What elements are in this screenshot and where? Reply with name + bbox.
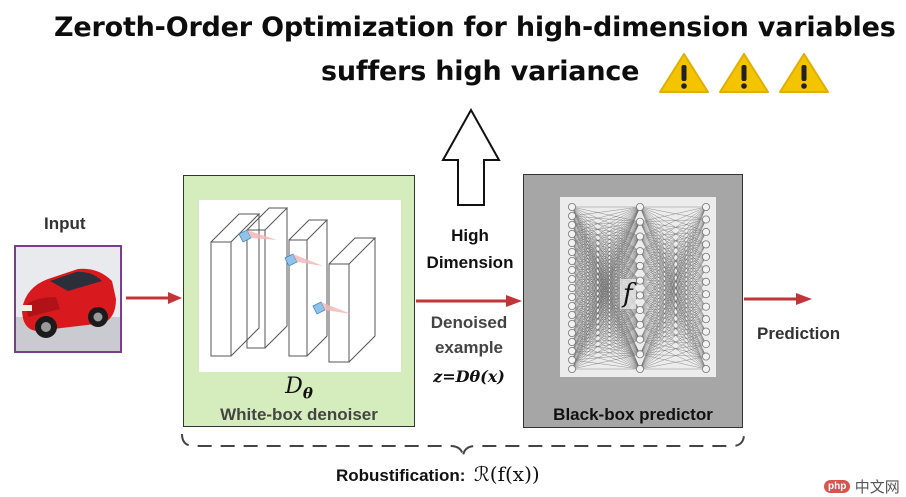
network-node [701, 327, 710, 336]
denoised-formula: z=Dθ(x) [433, 367, 505, 386]
network-node [636, 276, 645, 285]
watermark-badge: php [824, 480, 851, 493]
robustification-brace [181, 433, 745, 459]
title-line-1: Zeroth-Order Optimization for high-dimen… [54, 12, 896, 43]
network-node [567, 364, 576, 373]
network-node [567, 355, 576, 364]
network-node [701, 315, 710, 324]
network-node [701, 265, 710, 274]
robustification-formula: ℛ(f(x)) [473, 462, 540, 486]
car-image [16, 247, 120, 351]
input-label: Input [44, 214, 86, 233]
denoiser-symbol: Dθ [184, 374, 414, 402]
network-node [701, 227, 710, 236]
robustification-caption: Robustification: ℛ(f(x)) [336, 462, 540, 486]
high-dimension-line-1: High [451, 226, 489, 245]
network-node [701, 252, 710, 261]
network-node [567, 311, 576, 320]
denoised-line-1: Denoised [430, 313, 508, 332]
network-node [636, 320, 645, 329]
network-node [701, 340, 710, 349]
network-connections [571, 206, 707, 370]
network-node [567, 220, 576, 229]
network-node [567, 230, 576, 239]
network-node [701, 203, 710, 211]
black-box-predictor: f Black-box predictor [523, 174, 743, 428]
network-node [701, 277, 710, 286]
network-node [567, 266, 576, 275]
arrow-denoiser-to-predictor [416, 295, 522, 307]
watermark: php 中文网 [824, 476, 900, 497]
input-image [14, 245, 122, 353]
network-node [567, 248, 576, 257]
high-dimension-line-2: Dimension [426, 253, 514, 272]
network-node [567, 275, 576, 284]
network-node [567, 239, 576, 248]
neural-network-diagram [567, 203, 710, 373]
watermark-text: 中文网 [854, 479, 900, 496]
network-node [701, 364, 710, 373]
network-node [567, 284, 576, 293]
prediction-label: Prediction [757, 324, 841, 343]
title-line-2: suffers high variance [321, 56, 640, 87]
warning-icon [719, 53, 769, 93]
network-node [636, 247, 645, 256]
white-box-denoiser: Dθ White-box denoiser [183, 175, 415, 427]
predictor-label: Black-box predictor [553, 405, 713, 424]
arrow-input-to-denoiser [126, 292, 182, 304]
network-node [636, 232, 645, 241]
network-node [701, 302, 710, 311]
arrow-predictor-to-prediction [744, 293, 812, 305]
up-arrow-icon [441, 108, 501, 206]
denoiser-symbol-letter: D [285, 374, 303, 399]
network-node [567, 346, 576, 355]
predictor-symbol: f [620, 279, 636, 309]
robustification-label: Robustification: [336, 466, 466, 485]
network-node [636, 203, 645, 211]
network-node [636, 217, 645, 226]
network-node [567, 337, 576, 346]
network-node [567, 211, 576, 220]
network-node [636, 261, 645, 270]
network-node [701, 240, 710, 249]
network-node [636, 335, 645, 344]
warning-icon [779, 53, 829, 93]
cnn-layers-diagram [210, 207, 377, 363]
denoiser-label: White-box denoiser [220, 405, 378, 424]
network-node [701, 352, 710, 361]
network-node [567, 203, 576, 211]
network-node [567, 257, 576, 266]
denoiser-symbol-subscript: θ [302, 384, 313, 403]
network-node [636, 350, 645, 359]
denoiser-network-image [199, 200, 401, 372]
network-node [636, 306, 645, 315]
network-node [701, 215, 710, 224]
network-node [567, 302, 576, 311]
network-node [636, 364, 645, 373]
network-node [567, 328, 576, 337]
denoised-line-2: example [434, 338, 504, 357]
network-node [567, 320, 576, 329]
predictor-network-image [560, 197, 716, 377]
warning-icon [659, 53, 709, 93]
network-node [701, 290, 710, 299]
network-node [567, 293, 576, 302]
network-node [636, 291, 645, 300]
